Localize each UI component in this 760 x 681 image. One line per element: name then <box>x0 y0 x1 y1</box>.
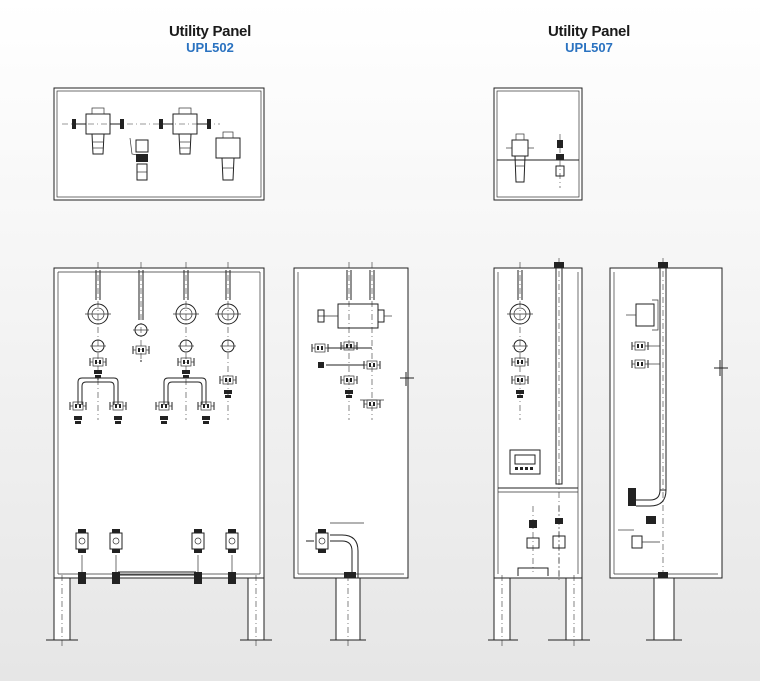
upl507-front-view <box>488 258 590 648</box>
upl507-top-view <box>493 87 583 201</box>
panel-model: UPL507 <box>565 40 613 55</box>
upl502-side-view <box>293 262 414 648</box>
panel-title-block-upl502: Utility Panel UPL502 <box>110 23 310 55</box>
controller-display <box>509 449 541 475</box>
panel-title: Utility Panel <box>169 23 251 40</box>
upl502-front-view <box>46 262 272 648</box>
panel-title-block-upl507: Utility Panel UPL507 <box>489 23 689 55</box>
panel-title: Utility Panel <box>548 23 630 40</box>
panel-model: UPL502 <box>186 40 234 55</box>
upl507-side-view <box>609 258 728 641</box>
upl502-top-view <box>53 87 265 201</box>
